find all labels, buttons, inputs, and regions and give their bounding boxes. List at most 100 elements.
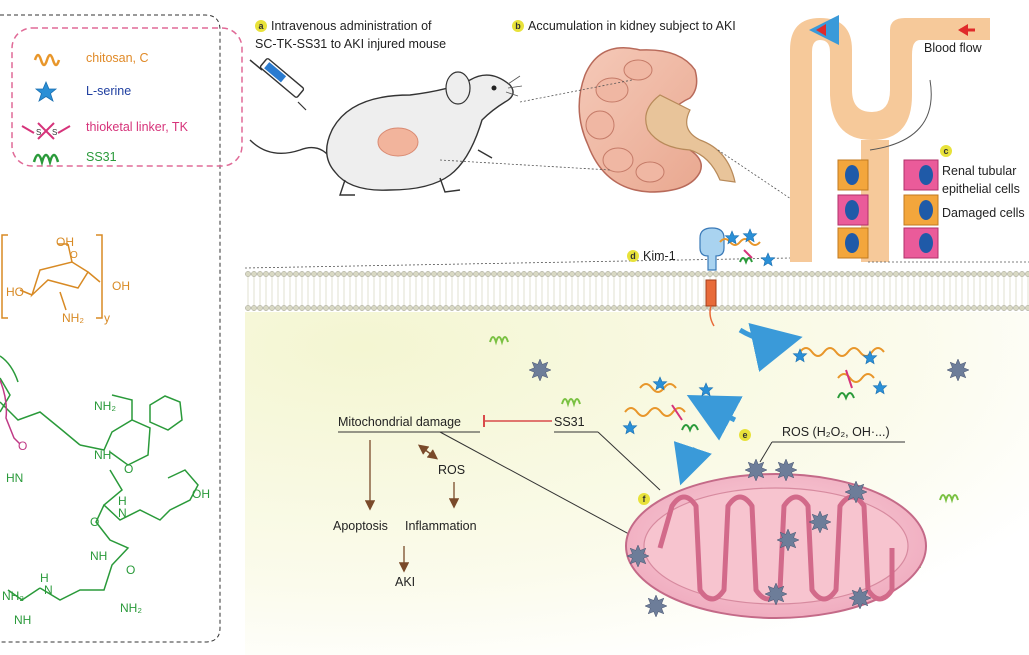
step-a-line2: SC-TK-SS31 to AKI injured mouse [255,37,446,51]
lipid-head [305,305,311,311]
step-c-label1: Renal tubular [942,164,1016,178]
lipid-head [611,305,617,311]
lipid-head [779,305,785,311]
lipid-head [413,271,419,277]
lipid-head [743,305,749,311]
lipid-head [443,271,449,277]
lipid-head [935,305,941,311]
lipid-head [323,271,329,277]
lipid-head [701,271,707,277]
chitosan-structure [1,234,103,319]
badge-d [627,250,639,262]
lipid-head [569,271,575,277]
lipid-head [791,305,797,311]
lipid-head [641,271,647,277]
blood-flow-label: Blood flow [924,41,983,55]
ros-particle [844,480,868,504]
lipid-head [923,305,929,311]
lipid-head [287,271,293,277]
kidney-illustration [578,47,736,193]
lipid-head [707,271,713,277]
lipid-head [539,305,545,311]
lipid-head [737,305,743,311]
legend-chitosan-label: chitosan, C [86,51,149,65]
lipid-head [515,305,521,311]
lipid-head [341,305,347,311]
lipid-head [671,271,677,277]
lipid-head [281,271,287,277]
lipid-head [581,271,587,277]
lipid-head [353,305,359,311]
lipid-head [665,305,671,311]
ros-pointer [759,441,773,463]
lipid-head [797,271,803,277]
lipid-head [461,271,467,277]
lipid-head [455,305,461,311]
renal-tubule [790,18,990,262]
lipid-head [461,305,467,311]
serine-star [792,348,808,363]
pathway-inflammation-label: Inflammation [405,519,477,533]
lipid-head [449,271,455,277]
lipid-head [263,305,269,311]
lipid-head [827,305,833,311]
lipid-head [1007,271,1013,277]
lipid-head [323,305,329,311]
lipid-head [851,271,857,277]
lipid-head [467,305,473,311]
lipid-head [269,305,275,311]
lipid-head [257,305,263,311]
lipid-head [863,271,869,277]
guide-line-2 [439,159,611,171]
lipid-head [491,271,497,277]
lipid-head [815,271,821,277]
lipid-head [551,305,557,311]
badge-e-letter: e [742,430,747,440]
lipid-head [563,271,569,277]
lipid-head [701,305,707,311]
ss31-pointer [597,431,661,491]
lipid-head [989,305,995,311]
serine-star [872,380,888,395]
lipid-head [725,305,731,311]
lipid-head [797,305,803,311]
legend-tk-label: thioketal linker, TK [86,120,189,134]
tubular-cells [837,159,939,259]
lipid-head [893,271,899,277]
lipid-head [317,271,323,277]
lipid-head [719,305,725,311]
lipid-head [263,271,269,277]
lipid-head [605,305,611,311]
lipid-head [437,271,443,277]
cell-membrane [245,271,1029,311]
struct-oh-right: OH [112,279,130,293]
ss31-icon [32,153,60,167]
lipid-head [491,305,497,311]
lipid-head [1001,305,1007,311]
lipid-head [929,305,935,311]
lipid-head [857,305,863,311]
lipid-head [275,305,281,311]
serine-star [724,230,740,245]
lipid-head [875,305,881,311]
lipid-head [581,305,587,311]
lipid-head [977,305,983,311]
lipid-head [335,271,341,277]
s-atom-right: S [52,128,57,137]
lipid-head [485,305,491,311]
struct-nh-1: NH [94,448,111,462]
lipid-head [731,305,737,311]
lipid-head [965,305,971,311]
struct-nh: NH [14,613,31,627]
serine-star-icon [34,80,58,102]
struct-oh-top: OH [56,235,74,249]
lipid-head [989,271,995,277]
badge-b [512,20,524,32]
lipid-head [419,305,425,311]
lipid-head [845,271,851,277]
badge-d-letter: d [630,251,636,261]
lipid-head [731,271,737,277]
lipid-head [833,305,839,311]
lipid-head [425,305,431,311]
lipid-head [467,271,473,277]
